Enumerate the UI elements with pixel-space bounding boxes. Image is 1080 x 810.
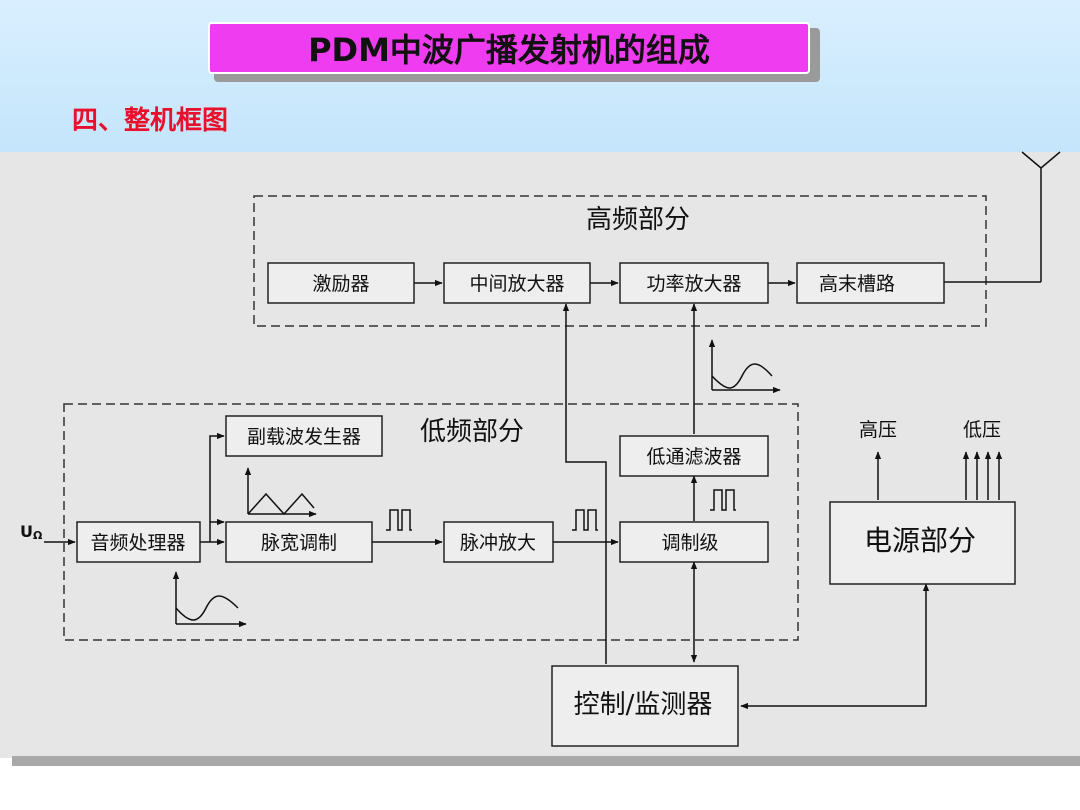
pulse-wave-icon <box>386 509 412 531</box>
high-voltage-label: 高压 <box>859 419 897 441</box>
power-supply-label: 电源部分 <box>864 524 976 557</box>
slide-title: PDM中波广播发射机的组成 <box>208 22 810 74</box>
high-freq-group-border <box>253 195 987 327</box>
input-signal-label: UΩ <box>20 522 43 542</box>
power-amp-label: 功率放大器 <box>646 273 741 295</box>
signal-lines <box>44 279 1041 710</box>
modulator-stage-block: 调制级 <box>619 521 769 563</box>
pulse-wave-icon <box>710 489 736 511</box>
intermediate-amp-label: 中间放大器 <box>469 273 564 295</box>
lowpass-filter-block: 低通滤波器 <box>619 435 769 477</box>
pulse-width-mod-block: 脉宽调制 <box>225 521 373 563</box>
input-signal-main: U <box>20 522 33 541</box>
slide-subtitle: 四、整机框图 <box>72 106 229 136</box>
output-network-label: 高末槽路 <box>819 273 895 295</box>
antenna-icon <box>1021 151 1061 282</box>
pulse-wave-icon <box>572 509 598 531</box>
power-amp-block: 功率放大器 <box>619 262 769 304</box>
triangle-wave-icon <box>244 467 317 518</box>
low-freq-group-label: 低频部分 <box>420 417 524 447</box>
audio-processor-label: 音频处理器 <box>90 532 185 554</box>
audio-processor-block: 音频处理器 <box>76 521 201 563</box>
audio-sine-wave-icon <box>172 571 247 628</box>
lowpass-filter-label: 低通滤波器 <box>646 446 741 468</box>
modulator-stage-label: 调制级 <box>661 532 718 554</box>
subcarrier-gen-label: 副载波发生器 <box>247 426 361 448</box>
bottom-bar <box>12 756 1080 766</box>
intermediate-amp-block: 中间放大器 <box>443 262 591 304</box>
pulse-amp-label: 脉冲放大 <box>460 532 536 554</box>
sine-wave-icon <box>708 339 781 394</box>
pulse-width-mod-label: 脉宽调制 <box>261 532 337 554</box>
low-voltage-label: 低压 <box>963 419 1001 441</box>
low-freq-group-border <box>63 403 799 641</box>
output-network-block: 高末槽路 <box>796 262 945 304</box>
power-supply-block: 电源部分 <box>829 501 1016 585</box>
exciter-block: 激励器 <box>267 262 415 304</box>
controller-label: 控制/监测器 <box>574 690 713 720</box>
exciter-label: 激励器 <box>312 273 369 295</box>
subcarrier-gen-block: 副载波发生器 <box>225 415 383 457</box>
input-signal-sub: Ω <box>33 529 43 542</box>
pulse-amp-block: 脉冲放大 <box>443 521 554 563</box>
high-freq-group-label: 高频部分 <box>586 205 690 235</box>
controller-block: 控制/监测器 <box>551 665 739 747</box>
